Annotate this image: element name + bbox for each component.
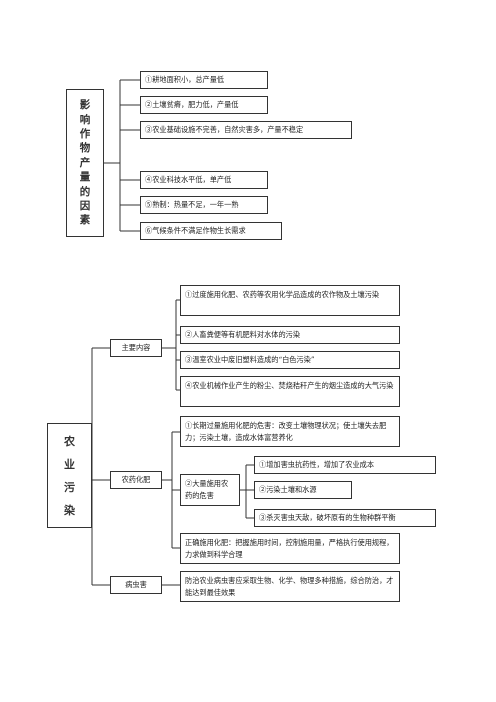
- pesticide-harm-label: ②大量施用农药的危害: [180, 474, 240, 506]
- title-char: 物: [79, 142, 91, 155]
- title-char: 产: [79, 156, 91, 169]
- title-char: 农: [64, 434, 75, 448]
- factor-item-5: ⑤熟制：热量不足，一年一熟: [140, 196, 268, 214]
- content-item-3: ③温室农业中废旧塑料造成的“白色污染”: [180, 351, 400, 369]
- factor-item-4: ④农业科技水平低，单产低: [140, 171, 268, 189]
- title-char: 污: [64, 480, 75, 494]
- pest-label: 病虫害: [110, 576, 162, 594]
- diagram1-title: 影 响 作 物 产 量 的 因 素: [66, 89, 104, 237]
- correct-usage: 正确施用化肥：把握施用时间，控制施用量，严格执行使用规程，力求做到科学合理: [180, 533, 400, 564]
- fertilizer-label: 农药化肥: [110, 471, 162, 489]
- factor-item-3: ③农业基础设施不完善，自然灾害多，产量不稳定: [140, 121, 352, 139]
- pesticide-harm-2: ②污染土壤和水源: [254, 481, 352, 499]
- factor-item-1: ①耕地面积小，总产量低: [140, 71, 268, 89]
- title-char: 染: [64, 503, 75, 517]
- pesticide-harm-3: ③杀灭害虫天敌，破坏原有的生物种群平衡: [254, 509, 436, 527]
- title-char: 因: [79, 200, 91, 213]
- main-content-label: 主要内容: [110, 339, 162, 357]
- title-char: 影: [79, 99, 91, 112]
- title-char: 素: [79, 214, 91, 227]
- pesticide-harm-1: ①增加害虫抗药性，增加了农业成本: [254, 456, 436, 474]
- title-char: 响: [79, 113, 91, 126]
- factor-item-6: ⑥气候条件不满足作物生长需求: [140, 222, 282, 240]
- title-char: 的: [79, 185, 91, 198]
- diagram2-title: 农 业 污 染: [47, 423, 92, 528]
- pest-control: 防治农业病虫害应采取生物、化学、物理多种措施，综合防治，才能达到最佳效果: [180, 571, 400, 602]
- content-item-2: ②人畜粪便等有机肥料对水体的污染: [180, 326, 400, 344]
- fertilizer-harm: ①长期过量施用化肥的危害：改变土壤物理状况；使土壤失去肥力；污染土壤，造成水体富…: [180, 416, 400, 447]
- title-char: 量: [79, 171, 91, 184]
- factor-item-2: ②土壤贫瘠，肥力低，产量低: [140, 96, 268, 114]
- content-item-1: ①过度施用化肥、农药等农用化学品造成的农作物及土壤污染: [180, 285, 400, 316]
- content-item-4: ④农业机械作业产生的粉尘、焚烧秸秆产生的烟尘造成的大气污染: [180, 376, 400, 407]
- title-char: 业: [64, 457, 75, 471]
- title-char: 作: [79, 127, 91, 140]
